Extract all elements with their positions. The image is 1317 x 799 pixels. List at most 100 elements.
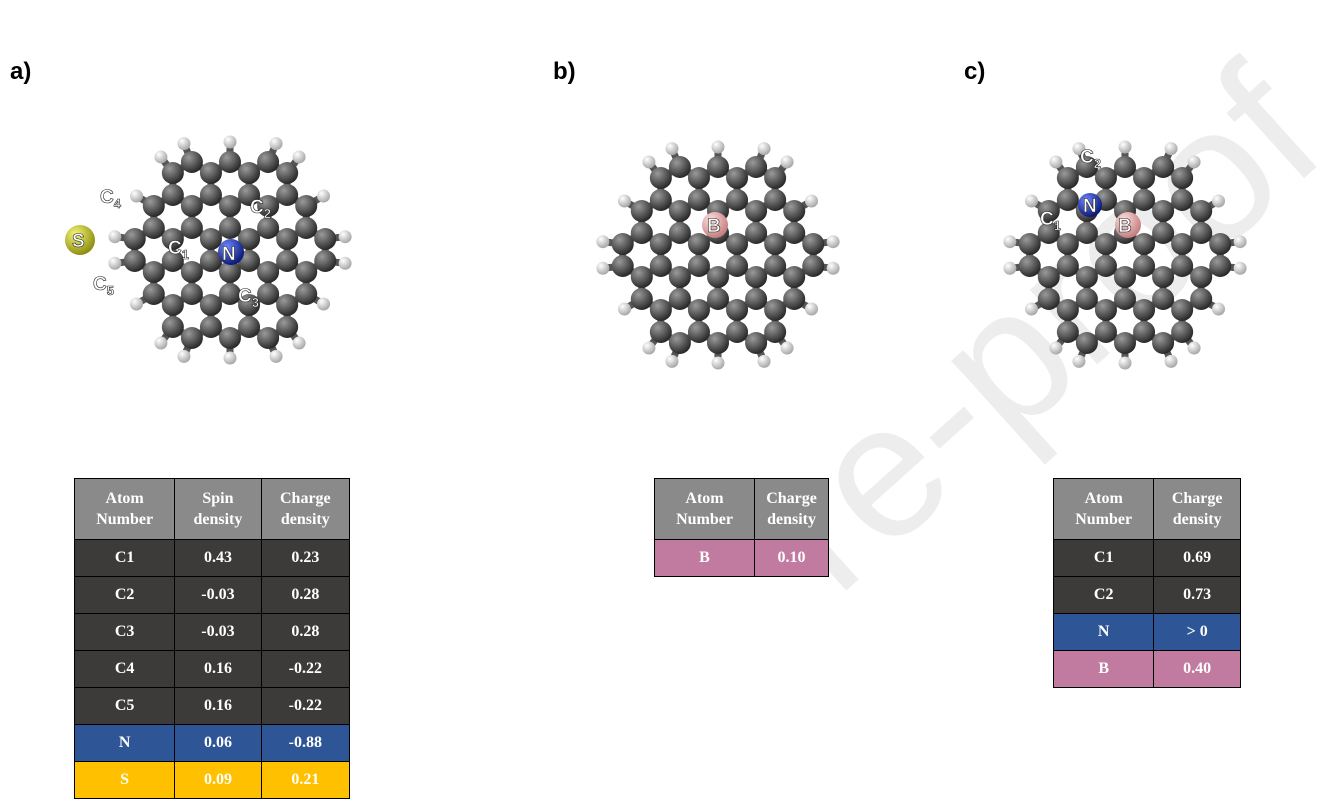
carbon-atom: [1075, 332, 1098, 354]
hydrogen-atom: [317, 297, 331, 311]
carbon-atom: [238, 184, 261, 206]
hydrogen-atom: [1003, 261, 1017, 275]
carbon-atom: [257, 261, 280, 283]
carbon-atom: [219, 327, 241, 349]
hydrogen-atom: [177, 349, 191, 363]
carbon-atom: [1094, 299, 1117, 321]
atom-label: C4: [100, 187, 122, 211]
carbon-atom: [1056, 167, 1079, 189]
carbon-atom: [295, 261, 318, 283]
carbon-atom: [649, 255, 672, 277]
carbon-atom: [180, 327, 203, 349]
carbon-atom: [180, 261, 203, 283]
carbon-atom: [649, 233, 672, 255]
carbon-atom: [161, 228, 184, 250]
carbon-atom: [707, 156, 729, 178]
carbon-atom: [1114, 332, 1136, 354]
nitrogen-atom: [218, 239, 244, 265]
atom-label: N: [222, 244, 236, 265]
hydrogen-atom: [177, 137, 191, 151]
hydrogen-atom: [826, 235, 840, 249]
sulfur-atom: [65, 225, 95, 255]
carbon-atom: [726, 255, 749, 277]
hydrogen-atom: [642, 155, 656, 169]
carbon-atom: [161, 162, 184, 184]
carbon-atom: [314, 250, 337, 272]
carbon-atom: [649, 167, 672, 189]
hydrogen-atom: [108, 230, 122, 244]
table-row: N> 0: [1052, 613, 1241, 651]
carbon-atom: [1133, 189, 1156, 211]
atom-label: C1: [168, 238, 189, 262]
carbon-atom: [1037, 222, 1060, 244]
carbon-atom: [630, 266, 653, 288]
carbon-atom: [687, 233, 710, 255]
carbon-atom: [745, 266, 768, 288]
carbon-atom: [1190, 288, 1213, 310]
carbon-atom: [1152, 288, 1175, 310]
carbon-atom: [199, 250, 222, 272]
hydrogen-atom: [269, 137, 283, 151]
atom-label: B: [1118, 216, 1132, 237]
carbon-atom: [783, 222, 806, 244]
hydrogen-atom: [805, 302, 819, 316]
carbon-atom: [1037, 266, 1060, 288]
carbon-atom: [1133, 321, 1156, 343]
hydrogen-atom: [1212, 302, 1226, 316]
carbon-atom: [1075, 288, 1098, 310]
carbon-atom: [238, 162, 261, 184]
carbon-atom: [257, 217, 280, 239]
hydrogen-atom: [1164, 142, 1178, 156]
carbon-atom: [707, 332, 729, 354]
carbon-atom: [1056, 189, 1079, 211]
carbon-atom: [630, 200, 653, 222]
carbon-atom: [668, 332, 691, 354]
carbon-atom: [764, 167, 787, 189]
carbon-atom: [1075, 222, 1098, 244]
carbon-atom: [764, 321, 787, 343]
carbon-atom: [295, 217, 318, 239]
carbon-atom: [1171, 189, 1194, 211]
carbon-atom: [707, 266, 729, 288]
hydrogen-atom: [711, 140, 725, 154]
carbon-atom: [219, 217, 241, 239]
carbon-atom: [802, 255, 825, 277]
hydrogen-atom: [757, 354, 771, 368]
carbon-atom: [1114, 156, 1136, 178]
hydrogen-atom: [1072, 354, 1086, 368]
carbon-atom: [142, 217, 165, 239]
hydrogen-atom: [154, 336, 168, 350]
carbon-atom: [180, 217, 203, 239]
hydrogen-atom: [223, 135, 237, 149]
panel-label-c: c): [964, 58, 986, 85]
carbon-atom: [687, 321, 710, 343]
carbon-atom: [276, 316, 299, 338]
carbon-atom: [1075, 266, 1098, 288]
carbon-atom: [257, 327, 280, 349]
carbon-atom: [1018, 255, 1041, 277]
hydrogen-atom: [596, 235, 610, 249]
carbon-atom: [1171, 321, 1194, 343]
hydrogen-atom: [826, 261, 840, 275]
carbon-atom: [276, 228, 299, 250]
hydrogen-atom: [317, 189, 331, 203]
boron-atom: [702, 212, 728, 238]
carbon-atom: [238, 250, 261, 272]
atoms: [65, 135, 1247, 370]
carbon-atom: [142, 195, 165, 217]
hydrogen-atom: [1049, 341, 1063, 355]
carbon-atom: [1209, 233, 1232, 255]
carbon-atom: [142, 261, 165, 283]
